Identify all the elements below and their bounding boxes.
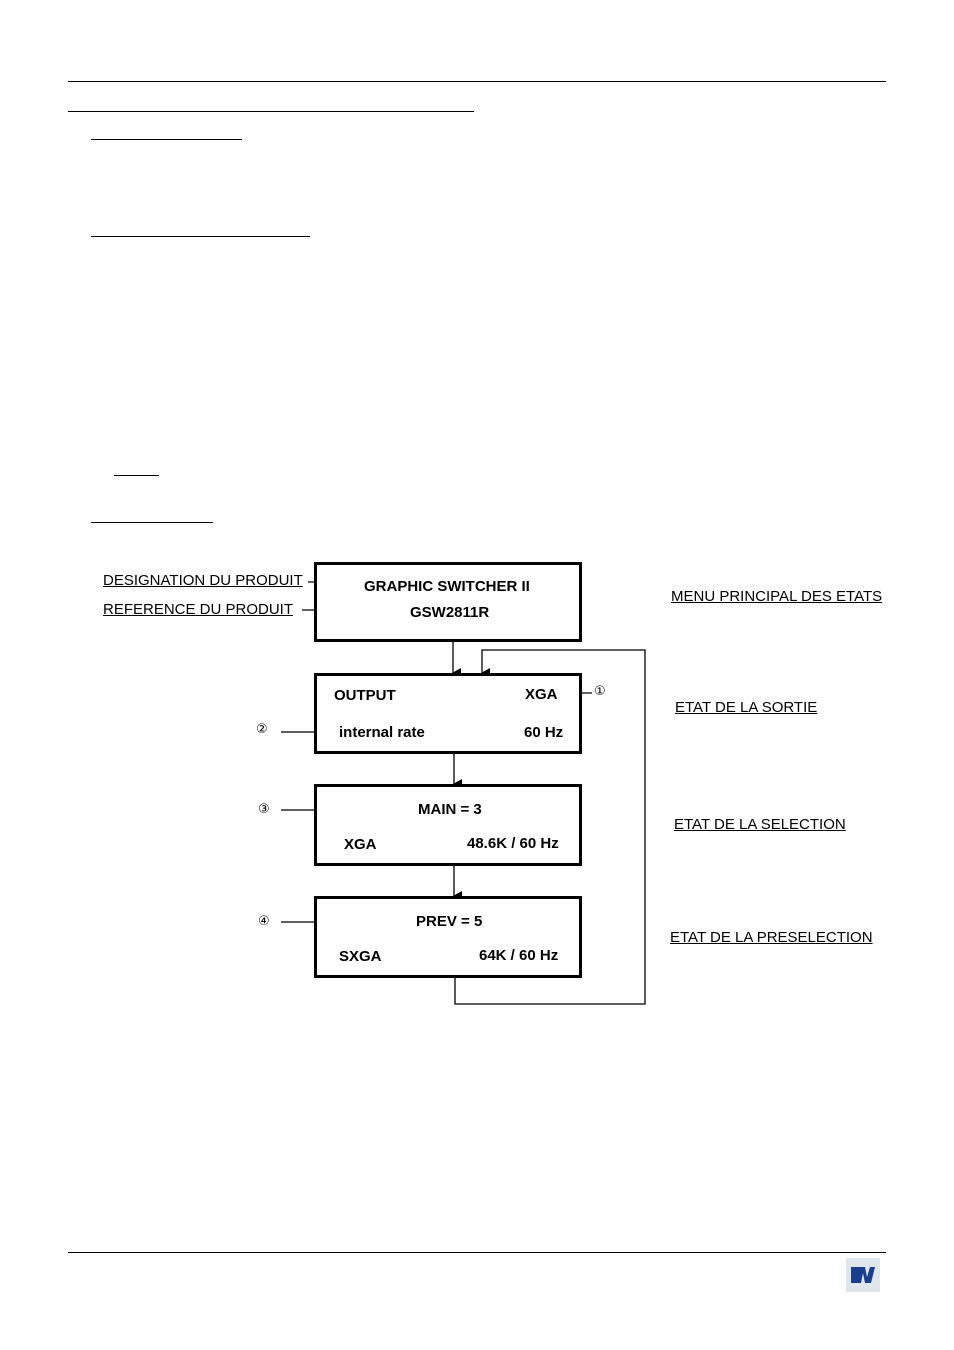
footer-rule (68, 1252, 886, 1253)
heading-underline-3 (91, 236, 310, 237)
lcd-box-output: OUTPUT XGA internal rate 60 Hz (314, 673, 582, 754)
header-rule (68, 81, 886, 82)
preview-input-text: PREV = 5 (416, 913, 483, 930)
output-format: XGA (525, 686, 558, 703)
lcd-box-main: MAIN = 3 XGA 48.6K / 60 Hz (314, 784, 582, 866)
main-format: XGA (344, 836, 377, 853)
callout-3: ③ (258, 802, 270, 817)
lcd-box-product: GRAPHIC SWITCHER II GSW2811R (314, 562, 582, 642)
label-etat-selection: ETAT DE LA SELECTION (674, 816, 846, 833)
output-rate-label: internal rate (339, 724, 425, 741)
label-reference: REFERENCE DU PRODUIT (103, 601, 294, 618)
heading-underline-1 (68, 111, 474, 112)
label-designation: DESIGNATION DU PRODUIT (103, 572, 303, 589)
main-input-text: MAIN = 3 (418, 801, 482, 818)
lcd-box-preview: PREV = 5 SXGA 64K / 60 Hz (314, 896, 582, 978)
preview-format: SXGA (339, 948, 382, 965)
heading-underline-5 (91, 522, 213, 523)
preview-frequency: 64K / 60 Hz (479, 947, 559, 964)
product-reference-text: GSW2811R (410, 604, 490, 621)
callout-4: ④ (258, 914, 270, 929)
main-frequency: 48.6K / 60 Hz (467, 835, 559, 852)
output-label: OUTPUT (334, 687, 396, 704)
callout-2: ② (256, 722, 268, 737)
label-etat-sortie: ETAT DE LA SORTIE (675, 699, 818, 716)
label-etat-preselection: ETAT DE LA PRESELECTION (670, 929, 873, 946)
label-menu-principal: MENU PRINCIPAL DES ETATS (671, 588, 883, 605)
company-logo-icon (846, 1258, 880, 1292)
heading-underline-4 (114, 475, 159, 476)
callout-1: ① (594, 684, 606, 699)
output-rate-value: 60 Hz (524, 724, 564, 741)
heading-underline-2 (91, 139, 242, 140)
product-designation-text: GRAPHIC SWITCHER II (364, 578, 530, 595)
